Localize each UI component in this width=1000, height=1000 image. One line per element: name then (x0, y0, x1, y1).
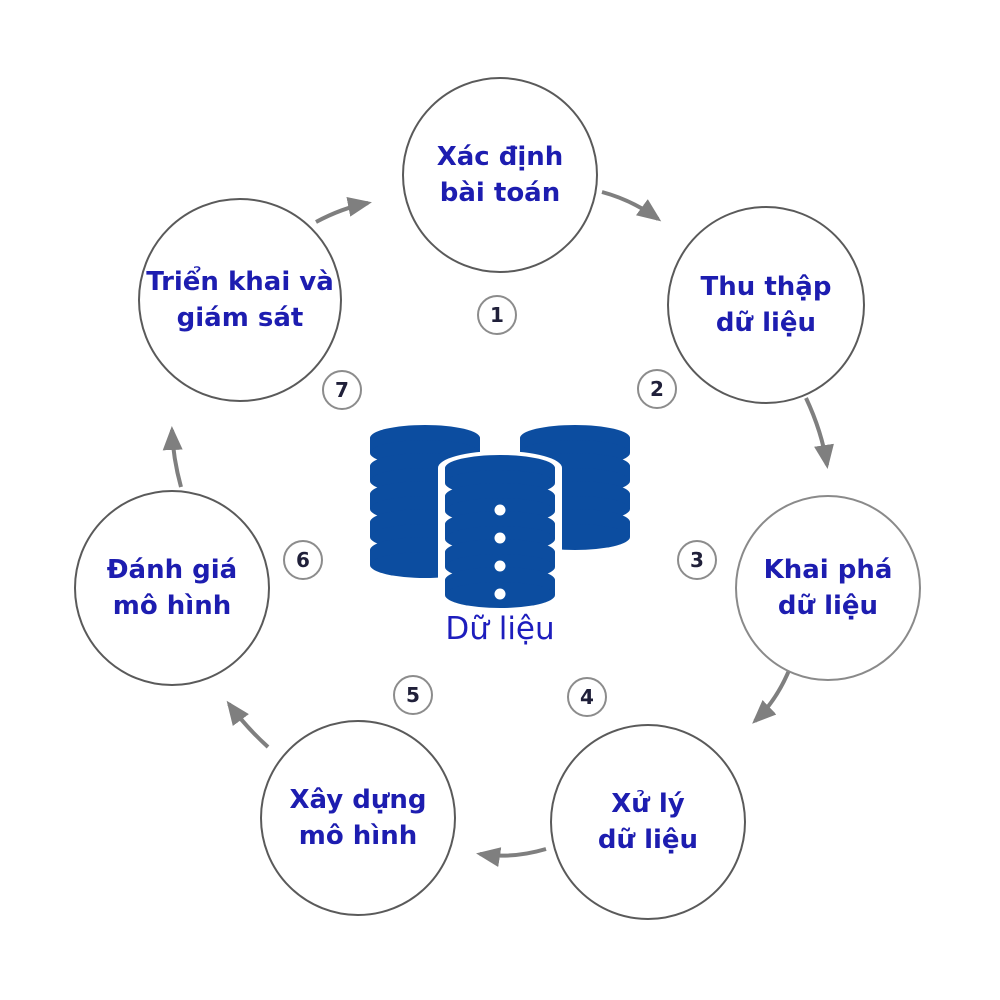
step-label-line: dữ liệu (777, 591, 879, 621)
step-node-7: Triển khai và giám sát (138, 198, 342, 402)
arrow-step5-to-step6 (226, 700, 270, 749)
step-number: 6 (296, 548, 310, 572)
arrow-step4-to-step5 (476, 847, 547, 867)
step-label-line: mô hình (112, 591, 232, 621)
step-node-3: Khai phá dữ liệu (735, 495, 921, 681)
step-node-1: Xác định bài toán (402, 77, 598, 273)
database-icon (370, 425, 630, 612)
step-number: 1 (490, 303, 504, 327)
step-node-5: Xây dựng mô hình (260, 720, 456, 916)
step-number: 5 (406, 683, 420, 707)
step-number: 3 (690, 548, 704, 572)
step-label-line: mô hình (298, 821, 418, 851)
step-number: 2 (650, 377, 664, 401)
step-label-line: Triển khai và (146, 266, 334, 297)
step-badge-7: 7 (322, 370, 362, 410)
step-number: 7 (335, 378, 349, 402)
step-label-line: giám sát (176, 303, 304, 333)
step-label-line: dữ liệu (715, 308, 817, 338)
step-node-4: Xử lý dữ liệu (550, 724, 746, 920)
step-node-2: Thu thập dữ liệu (667, 206, 865, 404)
step-label-line: Khai phá (763, 554, 893, 585)
cycle-arrows (162, 190, 834, 867)
step-label-line: bài toán (439, 178, 561, 208)
database-dots (494, 504, 506, 600)
step-badge-4: 4 (567, 677, 607, 717)
step-badge-1: 1 (477, 295, 517, 335)
step-label-line: dữ liệu (597, 825, 699, 855)
step-badge-2: 2 (637, 369, 677, 409)
database-stack-center (445, 455, 555, 608)
arrow-step3-to-step4 (752, 667, 792, 724)
step-label-line: Đánh giá (106, 554, 238, 585)
step-label-line: Xử lý (611, 788, 685, 819)
step-badge-3: 3 (677, 540, 717, 580)
arrow-step1-to-step2 (601, 190, 662, 222)
center-database-label: Dữ liệu (445, 611, 555, 647)
step-number: 4 (580, 685, 594, 709)
step-label-line: Xây dựng (289, 784, 427, 815)
arrow-step6-to-step7 (162, 426, 183, 488)
step-badge-6: 6 (283, 540, 323, 580)
arrow-step2-to-step3 (804, 397, 834, 469)
arrow-step7-to-step1 (315, 196, 372, 224)
step-label-line: Xác định (436, 141, 564, 172)
step-node-6: Đánh giá mô hình (74, 490, 270, 686)
step-badge-5: 5 (393, 675, 433, 715)
step-label-line: Thu thập (700, 271, 832, 302)
